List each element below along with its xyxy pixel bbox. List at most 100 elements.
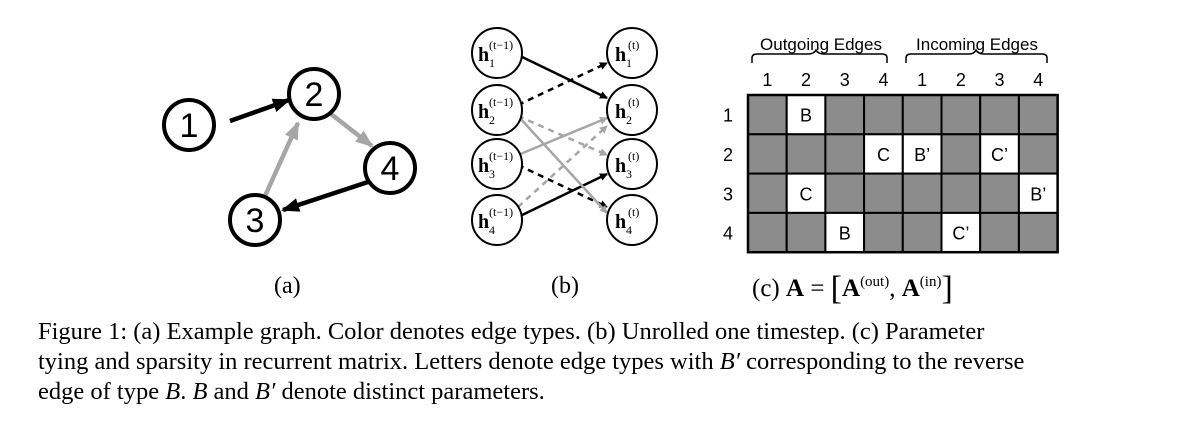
matrix-cell-label: B’ [914,145,930,165]
matrix-cell [979,172,1020,214]
matrix-cell [940,94,982,136]
node-h4-prev-sub: 4 [489,223,495,237]
caption-line-2-text: tying and sparsity in recurrent matrix. … [38,348,720,375]
matrix-cell-label: C’ [952,224,969,244]
node-h1-prev-base: h [478,44,489,66]
node-h2-prev: h 2 (t−1) [471,84,523,136]
caption-symbol-b-2: B [192,378,208,405]
node-h2-prev-base: h [478,101,489,123]
column-label-3: 4 [878,70,888,90]
matrix-cell [863,211,904,254]
node-h1-curr-sup: (t) [628,38,639,52]
node-h3-curr-base: h [615,155,626,177]
eq-open-bracket: [ [830,270,842,307]
node-h2-prev-sub: 2 [489,113,495,127]
node-h1-prev: h 1 (t−1) [471,27,523,79]
matrix-cell [979,211,1020,254]
incoming-brace [905,48,1048,63]
outgoing-edges-label: Outgoing Edges [760,35,882,54]
node-h1-curr: h 1 (t) [606,27,658,79]
node-3-label: 3 [246,202,265,240]
matrix-cell-label: B [800,106,812,126]
node-h3-prev: h 3 (t−1) [471,138,523,190]
panel-c-equation: (c) A = [A(out), A(in)] [752,270,953,308]
matrix-cell [824,94,866,136]
matrix-cell [824,211,866,254]
node-1-label: 1 [180,107,199,145]
edge-b-2-3 [517,114,608,157]
node-4-label: 4 [381,150,400,188]
matrix-cell [940,172,982,214]
column-label-5: 2 [956,70,966,90]
column-label-1: 2 [801,70,811,90]
matrix-cell-label: C [800,184,813,204]
edge-1-2 [229,97,291,124]
matrix-cell [863,172,904,214]
node-h1-prev-sub: 1 [489,56,495,70]
node-h1-prev-sup: (t−1) [489,38,513,52]
panel-b-unrolled: h 1 (t−1) h 2 (t−1) h 3 (t−1) h 4 (t−1) … [471,27,658,246]
edge-2-4 [329,112,374,148]
matrix-cell [747,172,788,214]
matrix-cell [1017,133,1059,175]
caption-and: and [207,378,256,405]
eq-comma: , [889,275,896,302]
matrix-cell [1017,211,1059,254]
panel-a-label: (a) [274,273,301,299]
edge-b-2-4 [517,115,608,214]
row-label-2: 3 [723,184,733,204]
matrix-cell [824,133,866,175]
matrix-cell [901,172,943,214]
matrix-cell [785,133,827,175]
edge-4-3 [281,179,369,213]
column-label-7: 4 [1033,70,1043,90]
caption-symbol-b: B [165,378,181,405]
panel-a-graph: 1 2 4 3 [162,67,417,247]
caption-line-3-text: edge of type [38,378,166,405]
caption-line-2-tail: corresponding to the reverse [740,348,1025,375]
node-h2-curr-base: h [615,101,626,123]
node-h4-prev-sup: (t−1) [489,205,513,219]
node-2-label: 2 [305,76,324,114]
node-h2-curr: h 2 (t) [606,84,658,136]
node-h4-curr: h 4 (t) [606,194,658,246]
matrix-border [746,93,1059,254]
node-1-circle [162,98,216,152]
node-h2-curr-sub: 2 [626,113,632,127]
row-label-0: 1 [723,106,733,126]
matrix-cell-label: B [839,224,851,244]
node-h3-prev-sup: (t−1) [489,149,513,163]
eq-lhs: A [786,275,805,302]
caption-line-3-tail: denote distinct parameters. [275,378,545,405]
column-label-6: 3 [995,70,1005,90]
node-h3-prev-base: h [478,155,489,177]
matrix-cell [1017,94,1059,136]
panel-c-label: (c) [752,275,780,302]
eq-term2: A [901,275,920,302]
node-h4-curr-sub: 4 [626,223,632,237]
panel-b-label: (b) [551,273,579,299]
row-label-3: 4 [723,224,733,244]
caption-sep: . [180,378,193,405]
node-h4-curr-base: h [615,211,626,233]
node-4-circle [363,141,417,195]
caption-line-1: Figure 1: (a) Example graph. Color denot… [38,318,985,345]
matrix-cell [940,133,982,175]
column-label-0: 1 [762,70,772,90]
column-label-2: 3 [840,70,850,90]
eq-sup1: (out) [860,274,890,290]
edge-3-2 [262,121,301,197]
edge-b-3-4 [517,163,608,209]
node-h4-prev-base: h [478,211,489,233]
eq-close-bracket: ] [941,270,953,307]
node-h4-curr-sup: (t) [628,205,639,219]
matrix-cell [824,172,866,214]
node-h3-prev-sub: 3 [489,167,495,181]
node-h4-prev: h 4 (t−1) [471,194,523,246]
outgoing-brace [751,48,888,63]
node-h1-curr-sub: 1 [626,56,632,70]
